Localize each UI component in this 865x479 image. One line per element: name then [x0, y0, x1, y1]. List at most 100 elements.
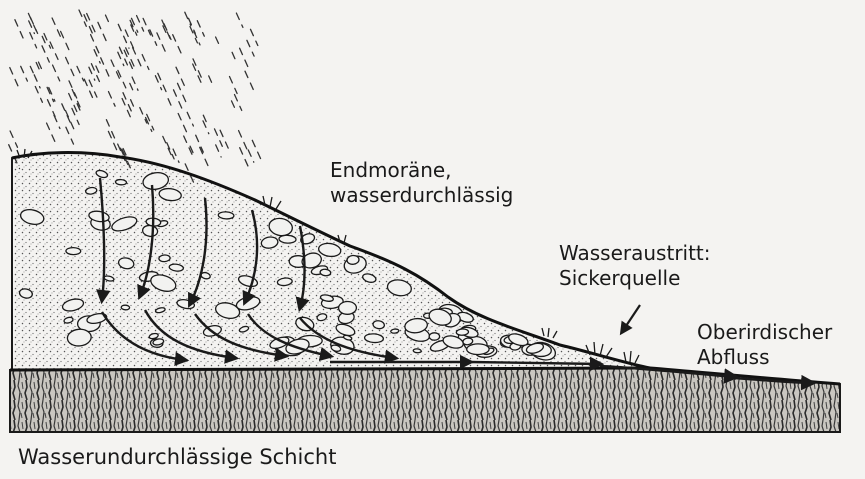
rain-streak — [84, 79, 93, 98]
rain-streak — [247, 40, 254, 56]
rain-streak — [133, 48, 142, 67]
rain-streak — [167, 143, 174, 159]
rain-streak — [155, 76, 161, 90]
stone — [347, 255, 360, 265]
rain-streak — [131, 100, 136, 112]
stone — [320, 269, 331, 276]
stone — [413, 349, 421, 353]
rain-streak — [111, 60, 121, 81]
label-wasseraustritt: Wasseraustritt: Sickerquelle — [559, 241, 711, 291]
rain-streak — [209, 76, 214, 87]
rain-streak — [193, 59, 203, 82]
rain-streak — [72, 108, 79, 124]
rain-streak — [174, 90, 184, 113]
stone — [456, 329, 469, 336]
rain-streak — [35, 87, 42, 103]
stone — [390, 329, 399, 334]
rain-streak — [118, 24, 129, 48]
rain-streak — [216, 37, 221, 48]
rain-streak — [190, 27, 197, 43]
rain-streak — [50, 42, 58, 59]
rain-streak — [173, 149, 179, 162]
rain-streak — [118, 70, 126, 88]
rain-streak — [109, 92, 116, 107]
rain-streak — [118, 52, 124, 65]
rain-streak — [94, 50, 100, 63]
rain-streak — [77, 66, 84, 81]
rain-streak — [140, 108, 147, 123]
rain-streak — [21, 66, 28, 81]
label-wasseraustritt-line-2: Sickerquelle — [559, 266, 711, 291]
rain-streak — [203, 121, 209, 134]
rain-streak — [54, 115, 60, 128]
label-wasseraustritt-line-1: Wasseraustritt: — [559, 241, 711, 266]
rain-streak — [168, 99, 173, 109]
rain-streak — [236, 13, 243, 27]
label-oberirdischer-abfluss: Oberirdischer Abfluss — [697, 320, 832, 370]
rain-streak — [200, 147, 211, 171]
rain-streak — [157, 33, 166, 53]
rain-streak — [132, 77, 138, 90]
stone — [121, 305, 130, 310]
stone — [115, 179, 126, 185]
rain-streak — [29, 21, 35, 34]
label-oberirdischer-abfluss-line-1: Oberirdischer — [697, 320, 832, 345]
rain-streak — [53, 65, 60, 81]
rain-streak — [44, 34, 51, 49]
rain-streak — [150, 30, 157, 46]
rain-streak — [252, 140, 260, 159]
rain-streak — [232, 52, 237, 62]
rain-streak — [230, 77, 238, 94]
rain-streak — [158, 73, 168, 95]
spring-pointer-arrow — [622, 305, 640, 332]
rain-streak — [173, 35, 182, 54]
rain-streak — [197, 21, 204, 37]
rain-streak — [196, 135, 204, 152]
stone — [467, 344, 490, 355]
rain-streak — [184, 136, 194, 159]
stone — [66, 247, 81, 254]
rain-streak — [240, 148, 249, 168]
rain-streak — [47, 123, 56, 143]
rain-streak — [193, 64, 203, 87]
rain-streak — [101, 58, 111, 81]
rain-streak — [106, 15, 111, 27]
rain-streak — [240, 48, 250, 70]
rain-streak — [185, 12, 191, 25]
rain-streak — [98, 22, 108, 44]
rain-streak — [30, 33, 37, 48]
rain-streak — [52, 18, 62, 41]
rain-streak — [163, 136, 172, 156]
rain-streak — [10, 68, 18, 86]
label-oberirdischer-abfluss-line-2: Abfluss — [697, 345, 832, 370]
rain-streak — [248, 150, 254, 162]
rain-streak — [251, 29, 258, 45]
rain-streak — [42, 46, 49, 62]
rain-streak — [178, 114, 189, 137]
bedrock-layer — [10, 368, 840, 432]
stone — [338, 301, 356, 314]
rain-streak — [137, 16, 144, 32]
label-endmoraene-line-2: wasserdurchlässig — [330, 183, 513, 208]
rain-streak — [245, 71, 256, 94]
stone — [159, 255, 171, 262]
rain-streak — [61, 31, 70, 51]
stone — [429, 333, 439, 340]
label-endmoraene: Endmoräne, wasserdurchlässig — [330, 158, 513, 208]
rain-streak — [130, 83, 135, 93]
label-wasserundurchlaessige-schicht: Wasserundurchlässige Schicht — [18, 445, 336, 470]
rain-streak — [143, 18, 150, 35]
rain-streak — [216, 145, 221, 157]
rain-streak — [66, 127, 74, 144]
rain-streak — [66, 57, 76, 78]
rain-streak — [89, 80, 97, 97]
rain-streak — [187, 112, 193, 126]
rain-streak — [125, 30, 135, 51]
rain-streak — [235, 95, 242, 111]
label-endmoraene-line-1: Endmoräne, — [330, 158, 513, 183]
rain-streak — [232, 101, 237, 112]
rain-streak — [10, 131, 17, 147]
rain-streak — [15, 20, 24, 40]
rain-streak — [48, 100, 56, 117]
